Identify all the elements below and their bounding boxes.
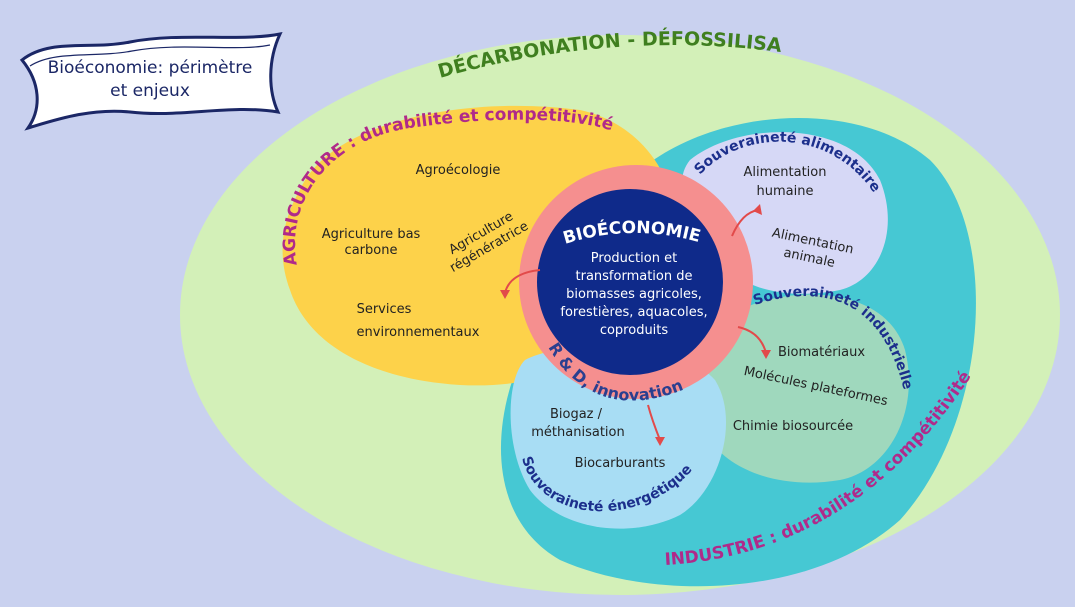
agri-item: environnementaux [357,325,480,340]
alim-item: humaine [757,184,814,199]
indl-item: Chimie biosourcée [733,419,853,434]
agri-item: Services [357,302,412,317]
core-line: Production et [591,251,677,266]
ener-item: Biocarburants [575,456,666,471]
core-line: transformation de [576,269,693,284]
ener-item: Biogaz / [550,407,603,422]
title-line-2: et enjeux [110,81,190,101]
arrowhead [655,437,665,446]
core-line: biomasses agricoles, [566,287,702,302]
title-banner: Bioéconomie: périmètre et enjeux [19,31,283,131]
core-line: coproduits [600,323,669,338]
arrowheads [500,204,771,446]
arrowhead [500,290,510,299]
bioeconomie-core [537,189,723,375]
arrow-to-agriculture [504,269,541,294]
core-line: forestières, aquacoles, [560,305,707,320]
title-line-1: Bioéconomie: périmètre [48,58,253,78]
indl-item: Biomatériaux [778,345,865,360]
industrielle-blob [700,294,909,483]
agri-item: carbone [345,243,398,258]
arrow-to-industrielle [737,326,767,354]
alim-item: Alimentation [744,165,827,180]
agri-item: Agroécologie [416,163,501,178]
ener-item: méthanisation [531,425,624,440]
arrowhead [753,204,762,215]
agri-item: Agriculture bas [322,227,421,242]
arrowhead [761,350,771,359]
